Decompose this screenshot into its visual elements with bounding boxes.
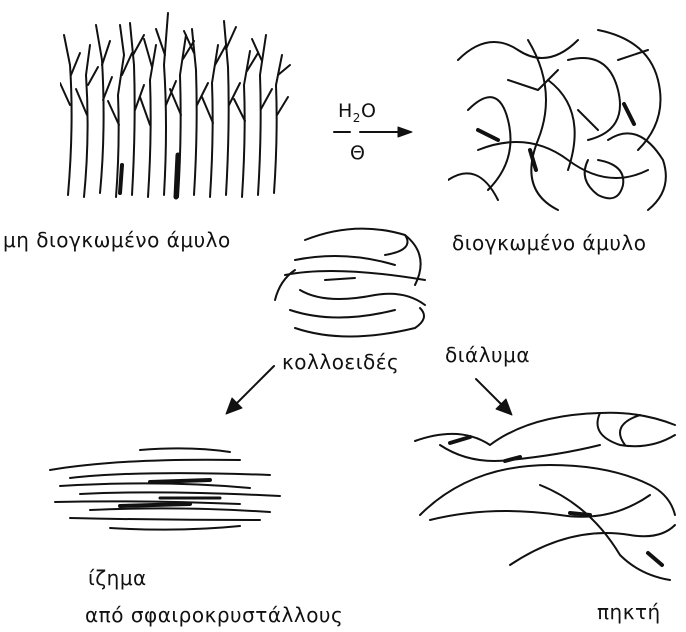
unswollen-starch-illustration <box>60 5 300 205</box>
gel-label: πηκτή <box>597 600 661 624</box>
precipitate-illustration <box>40 440 290 540</box>
colloid-illustration <box>265 210 445 350</box>
swollen-starch-label: διογκωμένο άμυλο <box>452 231 646 255</box>
gel-illustration <box>410 405 680 585</box>
swollen-starch-illustration <box>448 20 678 220</box>
reaction-arrow <box>330 122 420 142</box>
precipitate-label: ίζημα <box>88 566 147 590</box>
spherocrystals-label: από σφαιροκρυστάλλους <box>85 603 343 627</box>
solution-label: διάλυμα <box>445 343 530 367</box>
unswollen-starch-label: μη διογκωμένο άμυλο <box>3 228 231 252</box>
arrow-to-precipitate <box>220 360 280 420</box>
reaction-condition: Θ <box>350 142 365 164</box>
colloid-label: κολλοειδές <box>282 350 399 374</box>
